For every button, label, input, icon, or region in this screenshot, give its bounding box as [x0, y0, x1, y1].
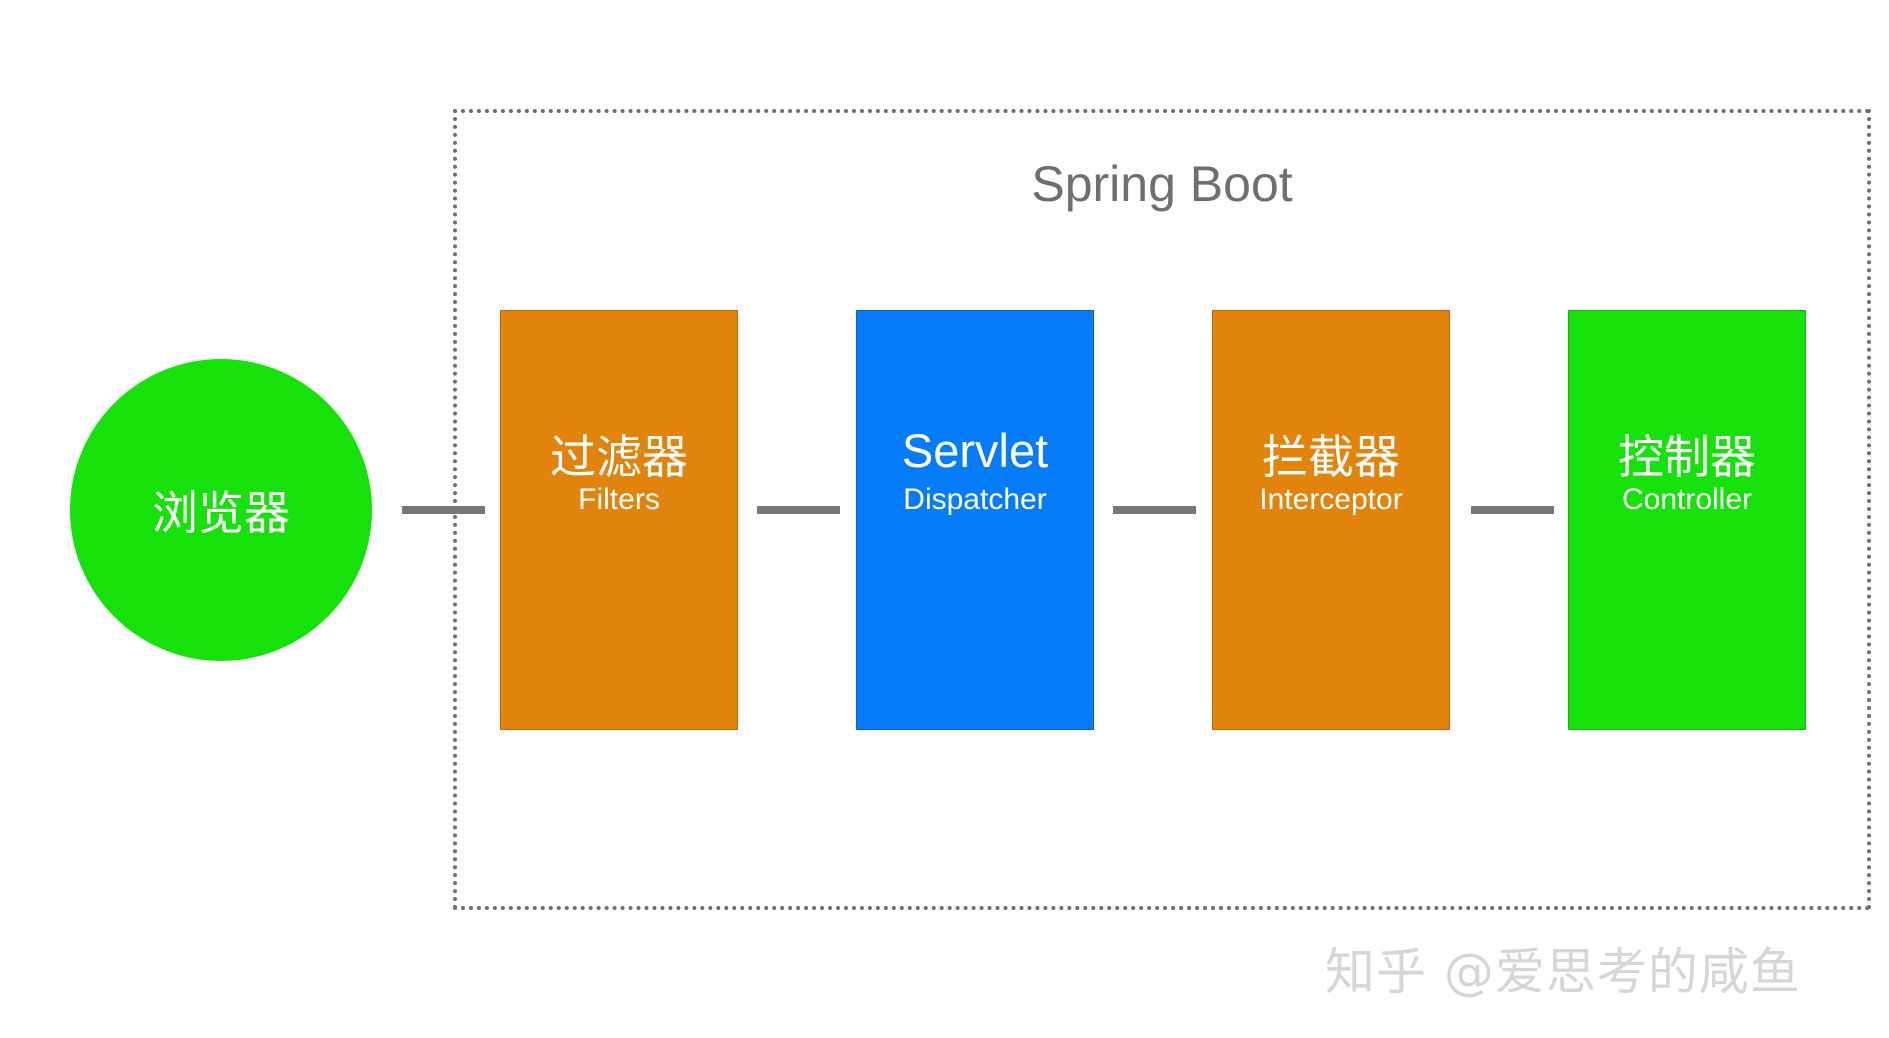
- browser-label: 浏览器: [152, 486, 290, 540]
- controller-title: 控制器: [1618, 430, 1756, 484]
- interceptor-subtitle: Interceptor: [1259, 483, 1403, 516]
- zhihu-watermark: 知乎 @爱思考的咸鱼: [1325, 943, 1801, 1001]
- filters-box: 过滤器 Filters: [500, 310, 738, 730]
- filters-title: 过滤器: [550, 430, 688, 484]
- dispatcher-subtitle: Dispatcher: [903, 483, 1047, 516]
- filters-subtitle: Filters: [578, 483, 660, 516]
- controller-box: 控制器 Controller: [1568, 310, 1806, 730]
- interceptor-box: 拦截器 Interceptor: [1212, 310, 1450, 730]
- controller-subtitle: Controller: [1621, 483, 1753, 516]
- interceptor-title: 拦截器: [1262, 430, 1400, 484]
- connector-browser-filters: [402, 506, 485, 514]
- connector-filters-dispatcher: [757, 506, 840, 514]
- dispatcher-box: Servlet Dispatcher: [856, 310, 1094, 730]
- spring-boot-title: Spring Boot: [1031, 156, 1293, 212]
- connector-interceptor-controller: [1471, 506, 1554, 514]
- dispatcher-title: Servlet: [901, 424, 1049, 477]
- connector-dispatcher-interceptor: [1113, 506, 1196, 514]
- browser-node: 浏览器: [70, 359, 372, 661]
